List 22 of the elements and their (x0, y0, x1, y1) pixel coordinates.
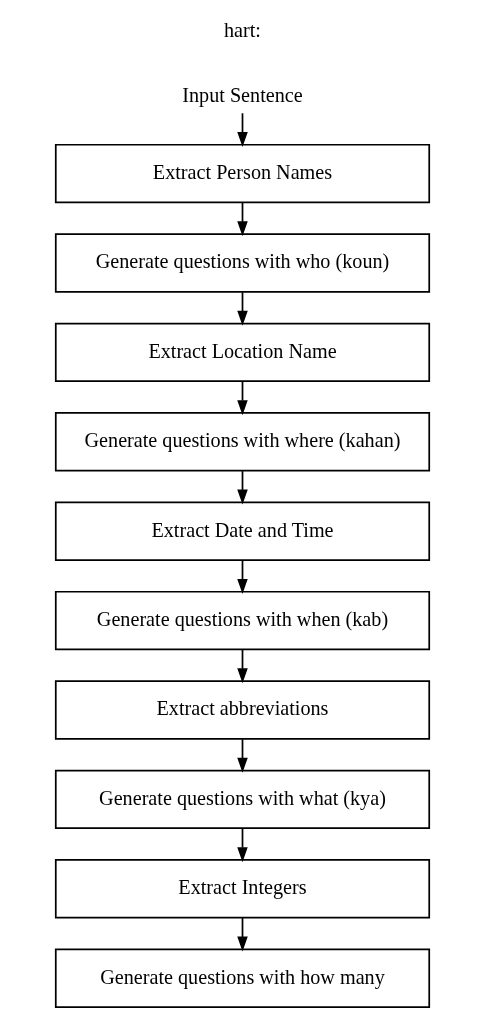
node-box: Extract Date and Time (54, 501, 430, 561)
arrow (236, 827, 248, 862)
arrow (236, 290, 248, 326)
arrow (236, 559, 248, 594)
arrow (236, 648, 248, 683)
node-text: Input Sentence (181, 83, 303, 106)
node-box: Extract Person Names (54, 143, 430, 203)
arrow (236, 380, 248, 415)
node-box: Generate questions with who (koun) (54, 232, 430, 293)
node-box: Extract abbreviations (54, 679, 430, 740)
arrow (236, 916, 248, 952)
node-box: Generate questions with where (kahan) (54, 411, 430, 471)
node-box: Generate questions with how many (54, 948, 430, 1008)
node-box: Generate questions with what (kya) (54, 769, 430, 829)
node-box: Extract Integers (54, 858, 430, 918)
arrow (236, 469, 248, 505)
arrow (236, 201, 248, 236)
arrow (236, 737, 248, 773)
arrow (236, 111, 248, 147)
node-box: Extract Location Name (54, 322, 430, 382)
node-box: Generate questions with when (kab) (54, 590, 430, 650)
label: hart: (223, 18, 261, 41)
